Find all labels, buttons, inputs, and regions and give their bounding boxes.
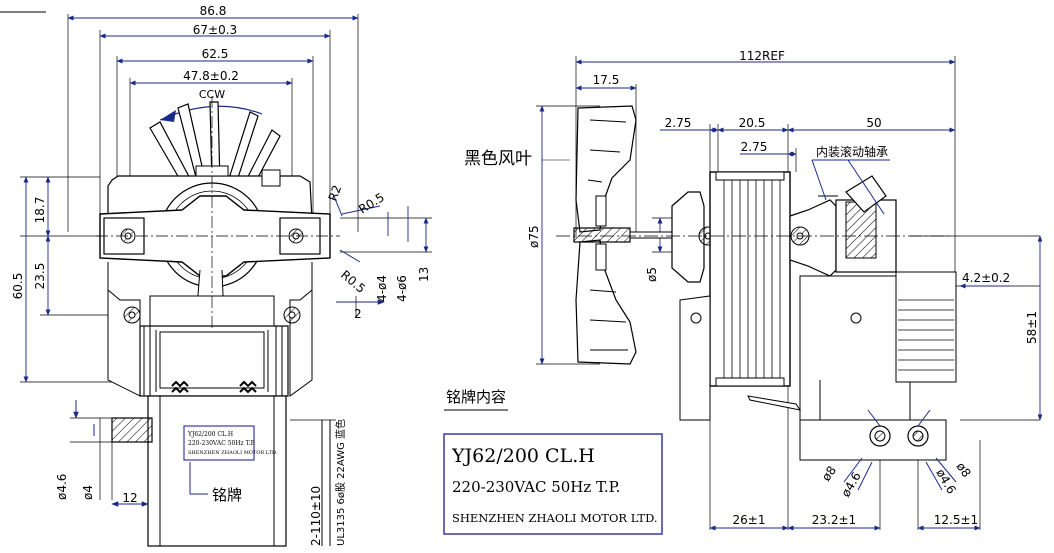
front-view	[20, 14, 432, 547]
dim-frame-width: 62.5	[202, 47, 229, 61]
dim-slot-width: 2	[354, 307, 362, 321]
dim-base-c: 12.5±1	[934, 513, 978, 527]
mini-nameplate-line3: SHENZHEN ZHAOLI MOTOR LTD.	[188, 450, 278, 456]
dim-offset-b: 2.75	[741, 140, 768, 154]
dim-terminal-d8-right: ø8	[954, 460, 974, 480]
fan-label: 黑色风叶	[464, 149, 532, 169]
nameplate-line3: SHENZHEN ZHAOLI MOTOR LTD.	[452, 511, 658, 525]
dim-boss-dia: 4-ø6	[395, 275, 409, 302]
radius-r05-bottom: R0.5	[338, 268, 368, 296]
dim-hole-dia: 4-ø4	[375, 275, 389, 302]
dim-offset-a: 2.75	[665, 116, 692, 130]
mini-nameplate-line1: YJ62/200 CL.H	[187, 431, 233, 438]
cable-spec: UL3135 6ø股 22AWG 蓝色	[334, 419, 347, 546]
dim-tab-height: 13	[417, 267, 431, 282]
dim-shaft-dia: ø5	[645, 267, 659, 282]
dim-upper-height: 18.7	[33, 197, 47, 224]
dim-fan-width: 47.8±0.2	[183, 69, 239, 83]
dim-mount-width: 67±0.3	[193, 23, 237, 37]
dim-terminal-d46-left: ø4.6	[838, 470, 863, 500]
dim-cable-length: 2-110±10	[309, 486, 323, 546]
dim-overall-width: 86.8	[200, 4, 227, 18]
dim-shaft-length: 50	[866, 116, 881, 130]
dim-offset-c: 4.2±0.2	[962, 271, 1010, 285]
nameplate-heading: 铭牌内容	[446, 388, 506, 406]
mini-nameplate-line2: 220-230VAC 50Hz T.P.	[188, 440, 255, 447]
dim-cable-offset: 12	[122, 491, 137, 505]
radius-r2: R2	[326, 183, 345, 203]
dim-total-height: 60.5	[11, 273, 25, 300]
nameplate-line1: YJ62/200 CL.H	[451, 445, 595, 467]
mini-nameplate	[183, 425, 255, 461]
side-view	[536, 56, 1043, 531]
dim-terminal-d8-left: ø8	[819, 463, 839, 483]
dim-total-length: 112REF	[739, 49, 785, 63]
front-view-labels: 86.8 67±0.3 62.5 47.8±0.2 CCW 60.5 18.7 …	[11, 4, 431, 546]
dim-height: 58±1	[1025, 311, 1039, 344]
rotation-label: CCW	[199, 88, 225, 101]
nameplate-box	[443, 433, 663, 535]
nameplate-pointer-label: 铭牌	[212, 486, 242, 504]
dim-lower-height: 23.5	[33, 263, 47, 290]
dim-cable-outer: ø4.6	[55, 474, 69, 500]
dim-cable-inner: ø4	[81, 485, 95, 500]
dim-base-a: 26±1	[733, 513, 766, 527]
radius-r05-top: R0.5	[356, 190, 387, 216]
nameplate-line2: 220-230VAC 50Hz T.P.	[452, 478, 620, 496]
dim-stack-length: 20.5	[739, 116, 766, 130]
nameplate-section: 铭牌内容 YJ62/200 CL.H 220-230VAC 50Hz T.P. …	[443, 388, 663, 535]
dim-fan-depth: 17.5	[593, 73, 620, 87]
dim-base-b: 23.2±1	[812, 513, 856, 527]
bearing-label: 内装滚动轴承	[816, 144, 888, 159]
dim-fan-dia: ø75	[527, 225, 541, 248]
